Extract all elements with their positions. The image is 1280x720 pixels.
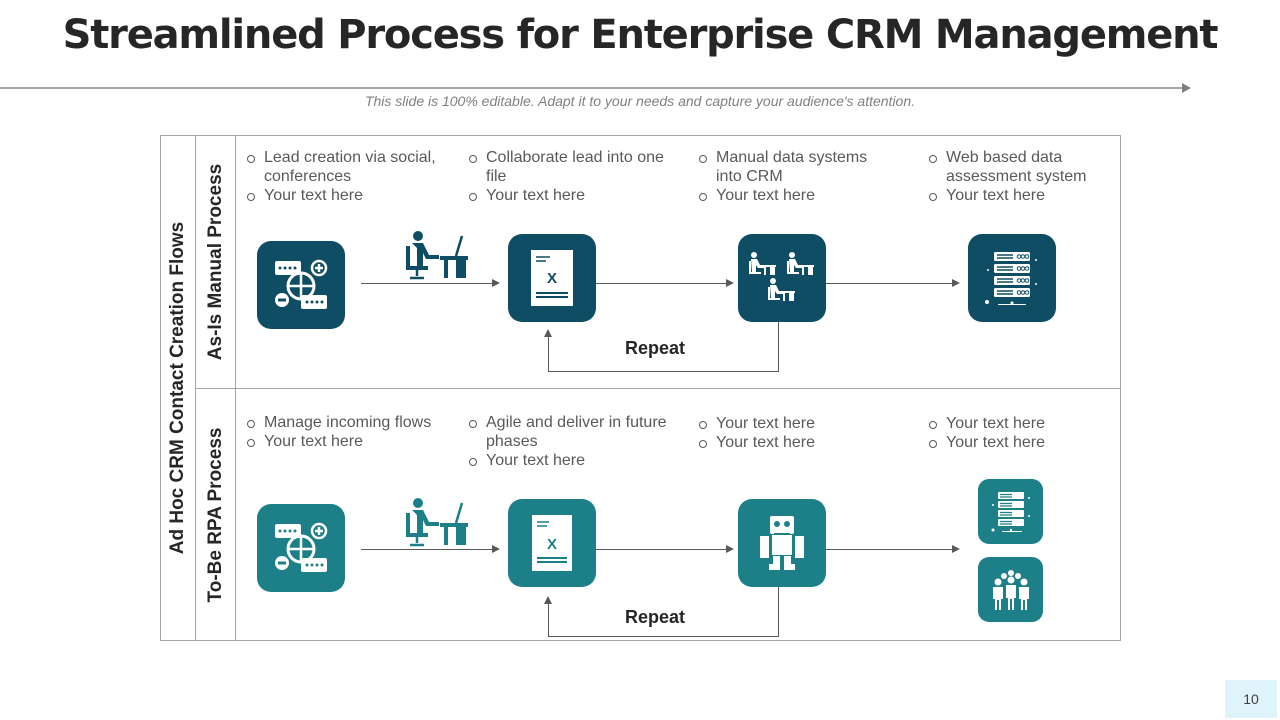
bullet: Your text here bbox=[928, 433, 1098, 452]
connector-line bbox=[826, 283, 952, 284]
connector-line bbox=[826, 549, 952, 550]
bullet: Your text here bbox=[928, 186, 1108, 205]
as-is-step-1-text: Lead creation via social, conferences Yo… bbox=[246, 148, 446, 205]
bullet: Collaborate lead into one file bbox=[468, 148, 668, 186]
spreadsheet-file-icon: X bbox=[508, 499, 596, 587]
server-rack-icon bbox=[978, 479, 1043, 544]
bullet: Your text here bbox=[246, 186, 446, 205]
as-is-step-2-text: Collaborate lead into one file Your text… bbox=[468, 148, 668, 205]
arrow-head bbox=[952, 545, 960, 553]
bullet: Your text here bbox=[698, 433, 868, 452]
arrow-head bbox=[544, 329, 552, 337]
bullet: Your text here bbox=[698, 186, 868, 205]
bullet: Your text here bbox=[468, 451, 668, 470]
social-network-icon bbox=[257, 504, 345, 592]
robot-icon bbox=[738, 499, 826, 587]
row-divider bbox=[196, 388, 1120, 389]
repeat-label: Repeat bbox=[625, 338, 686, 358]
repeat-loop-line bbox=[548, 336, 549, 371]
bullet: Your text here bbox=[928, 414, 1098, 433]
bullet: Your text here bbox=[468, 186, 668, 205]
arrow-head bbox=[952, 279, 960, 287]
to-be-step-1-text: Manage incoming flows Your text here bbox=[246, 413, 446, 451]
repeat-loop-line bbox=[548, 371, 779, 372]
divider-arrowhead bbox=[1182, 83, 1191, 93]
to-be-step-2-text: Agile and deliver in future phases Your … bbox=[468, 413, 668, 470]
repeat-loop-line bbox=[548, 636, 779, 637]
page-number: 10 bbox=[1225, 680, 1277, 718]
main-flow-label: Ad Hoc CRM Contact Creation Flows bbox=[167, 221, 188, 555]
bullet: Lead creation via social, conferences bbox=[246, 148, 446, 186]
to-be-step-3-text: Your text here Your text here bbox=[698, 414, 868, 452]
svg-text:X: X bbox=[547, 536, 557, 553]
connector-line bbox=[361, 283, 492, 284]
process-table bbox=[160, 135, 1121, 641]
arrow-head bbox=[726, 545, 734, 553]
to-be-step-4-text: Your text here Your text here bbox=[928, 414, 1098, 452]
slide-subtitle: This slide is 100% editable. Adapt it to… bbox=[364, 93, 916, 109]
repeat-loop-line bbox=[548, 603, 549, 636]
arrow-head bbox=[544, 596, 552, 604]
repeat-loop-line bbox=[778, 587, 779, 636]
spreadsheet-file-icon: X bbox=[508, 234, 596, 322]
as-is-step-4-text: Web based data assessment system Your te… bbox=[928, 148, 1108, 205]
connector-line bbox=[596, 549, 726, 550]
server-rack-icon bbox=[968, 234, 1056, 322]
slide-title: Streamlined Process for Enterprise CRM M… bbox=[62, 12, 1219, 58]
as-is-row-label: As-Is Manual Process bbox=[205, 163, 226, 361]
arrow-head bbox=[726, 279, 734, 287]
bullet: Web based data assessment system bbox=[928, 148, 1108, 186]
title-divider bbox=[0, 87, 1184, 89]
social-network-icon bbox=[257, 241, 345, 329]
arrow-head bbox=[492, 279, 500, 287]
svg-text:X: X bbox=[547, 270, 557, 287]
as-is-step-3-text: Manual data systems into CRM Your text h… bbox=[698, 148, 868, 205]
connector-line bbox=[361, 549, 492, 550]
arrow-head bbox=[492, 545, 500, 553]
team-desk-workers-icon bbox=[738, 234, 826, 322]
connector-line bbox=[596, 283, 726, 284]
repeat-label: Repeat bbox=[625, 607, 686, 627]
repeat-loop-line bbox=[778, 322, 779, 371]
main-label-column bbox=[161, 136, 196, 640]
bullet: Manage incoming flows bbox=[246, 413, 446, 432]
bullet: Your text here bbox=[246, 432, 446, 451]
people-group-icon bbox=[978, 557, 1043, 622]
bullet: Manual data systems into CRM bbox=[698, 148, 868, 186]
desk-worker-icon bbox=[404, 497, 470, 554]
bullet: Agile and deliver in future phases bbox=[468, 413, 668, 451]
bullet: Your text here bbox=[698, 414, 868, 433]
to-be-row-label: To-Be RPA Process bbox=[205, 427, 226, 603]
desk-worker-icon bbox=[404, 230, 470, 287]
